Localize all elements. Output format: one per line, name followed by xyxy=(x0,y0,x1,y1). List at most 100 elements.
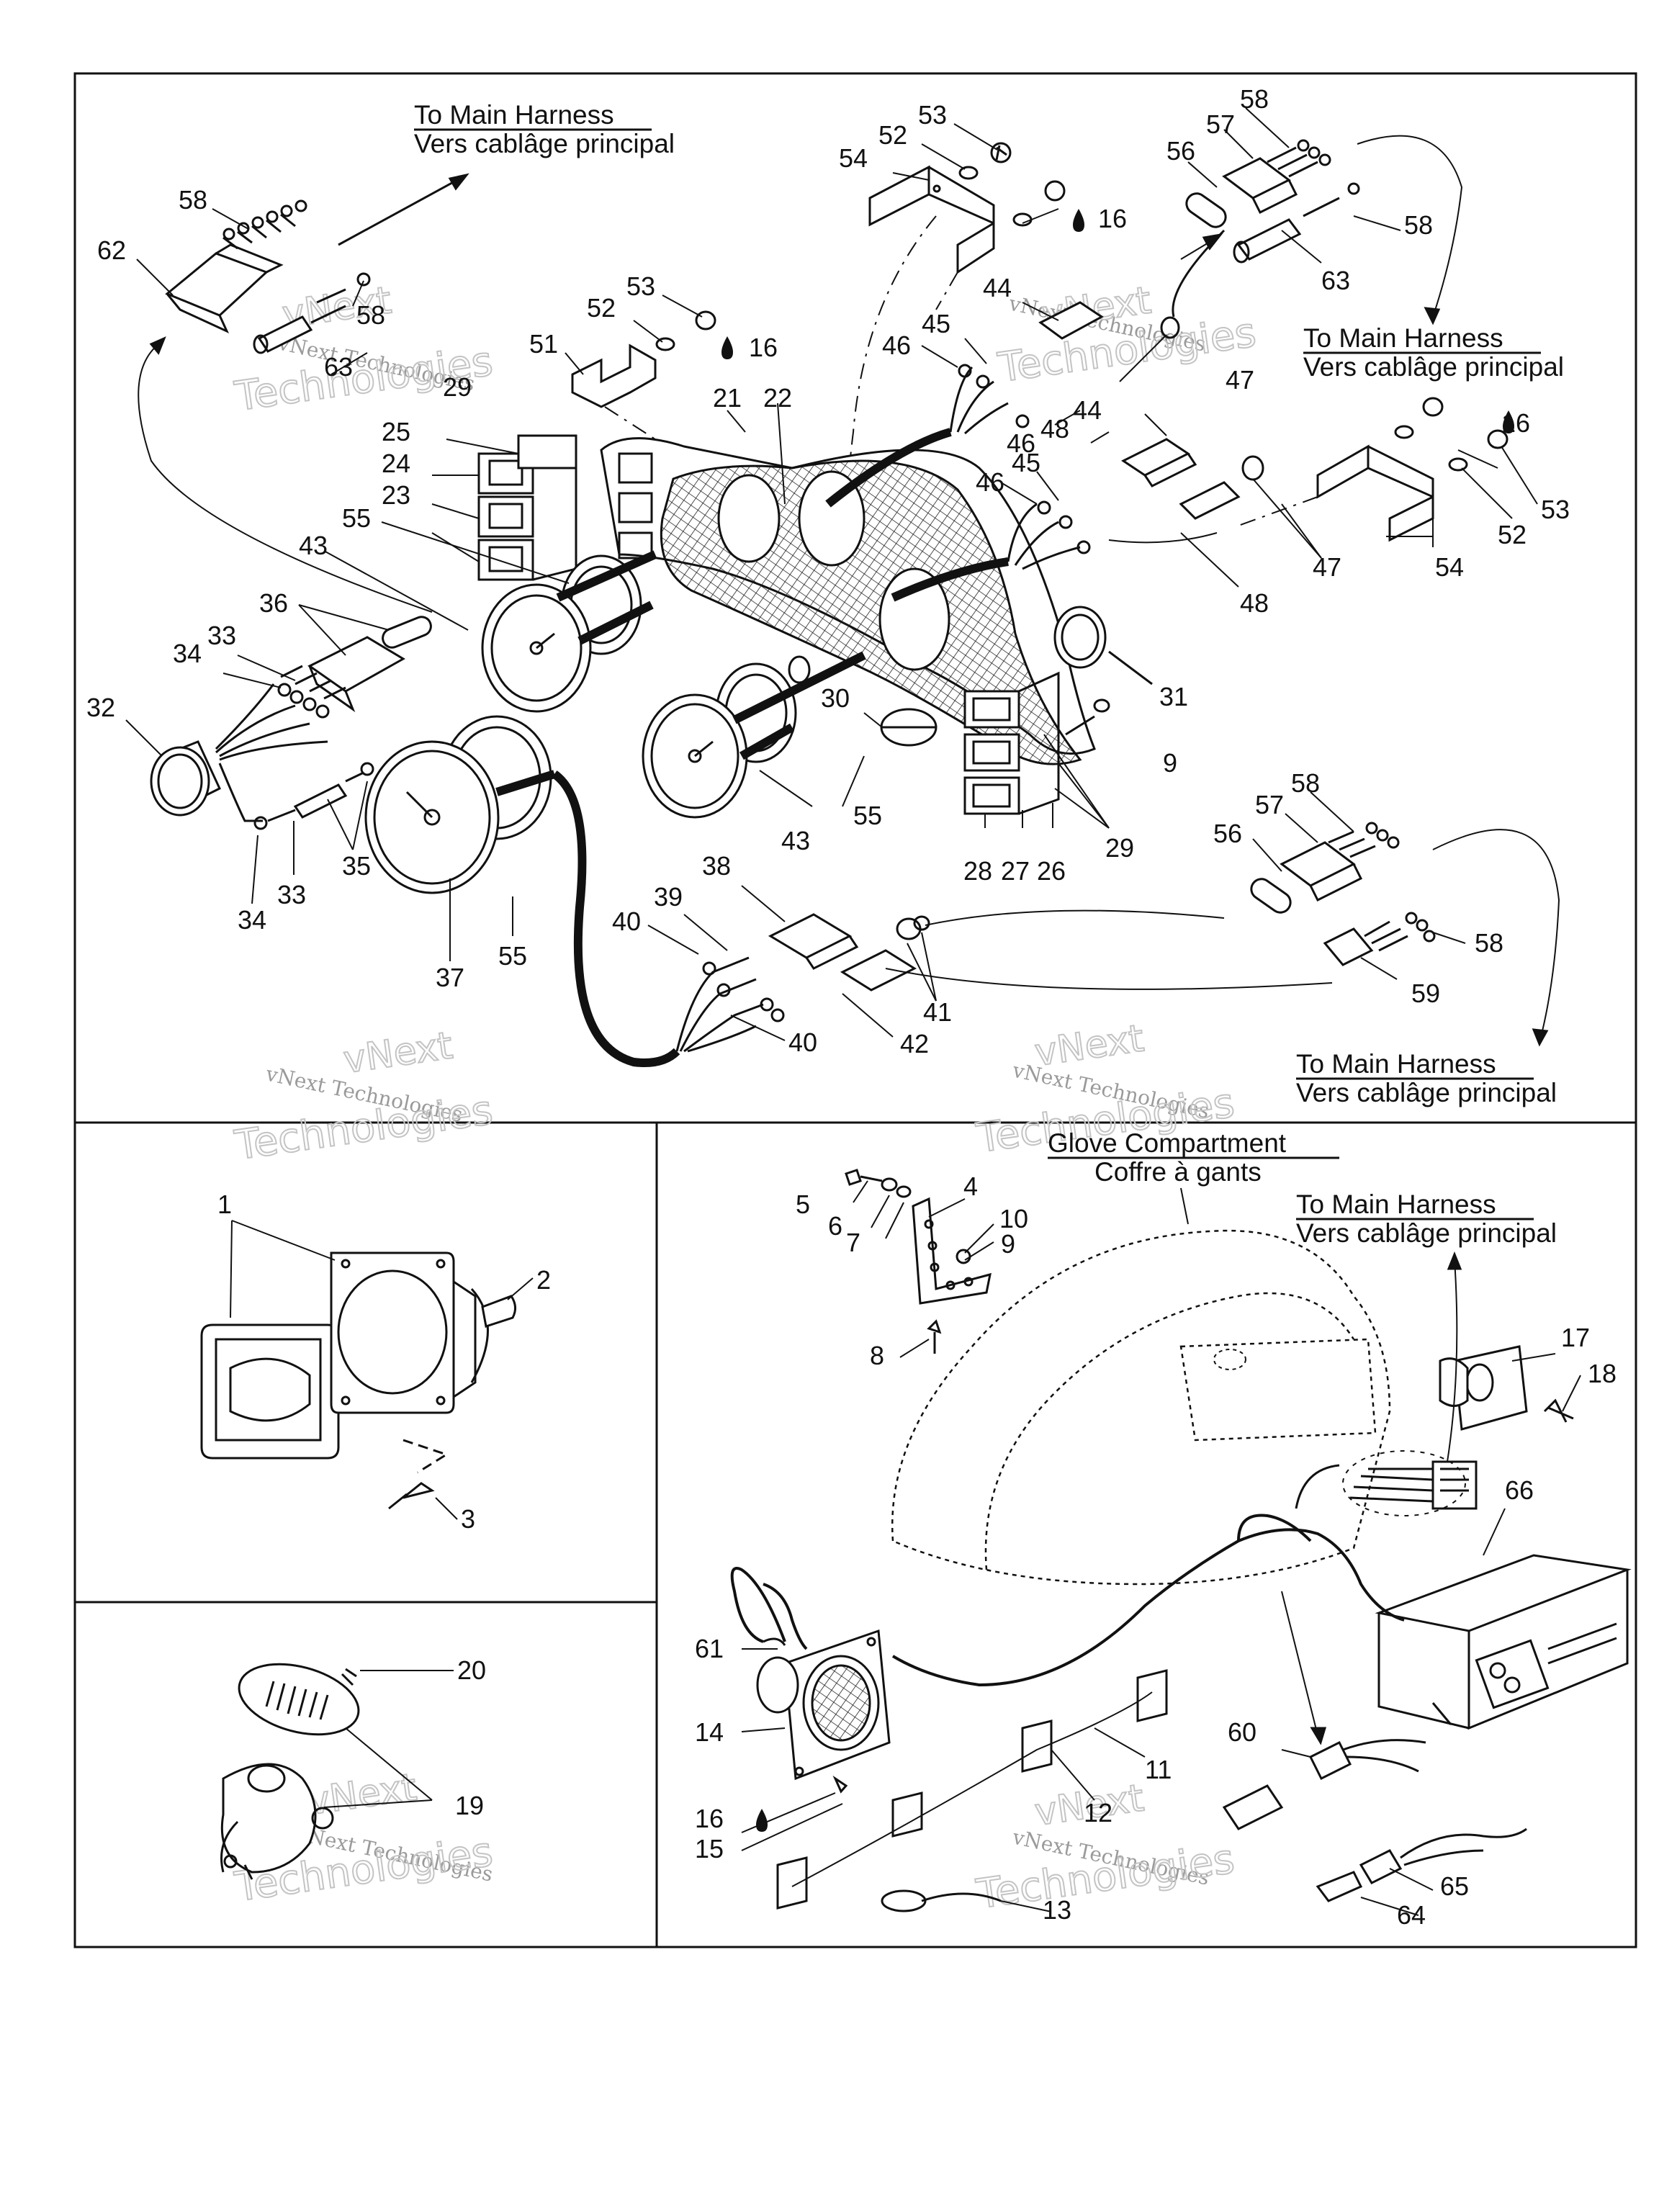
callout-1: 1 xyxy=(217,1190,232,1219)
callout-56: 56 xyxy=(1213,819,1242,848)
terminal-33-34 xyxy=(253,762,374,830)
callout-35: 35 xyxy=(342,851,371,881)
horn-assembly-art xyxy=(220,1663,454,1880)
vent-assembly-art xyxy=(200,1220,534,1520)
callout-20: 20 xyxy=(457,1655,486,1685)
callout-58: 58 xyxy=(179,185,207,215)
cap-30 xyxy=(880,708,938,747)
gauge-37 xyxy=(364,715,680,1067)
callout-53: 53 xyxy=(918,100,947,130)
callout-9: 9 xyxy=(1163,748,1177,778)
callout-45: 45 xyxy=(922,309,950,338)
callout-10: 10 xyxy=(999,1204,1028,1233)
callout-57: 57 xyxy=(1255,790,1284,819)
connector-62 xyxy=(165,199,307,334)
callout-48: 48 xyxy=(1040,414,1069,444)
callout-66: 66 xyxy=(1505,1475,1534,1505)
callout-16: 16 xyxy=(749,333,778,362)
callout-24: 24 xyxy=(382,449,410,478)
switch-stack-26-28 xyxy=(963,671,1060,815)
callout-60: 60 xyxy=(1228,1717,1256,1747)
callout-34: 34 xyxy=(238,905,266,935)
callout-46: 46 xyxy=(976,467,1004,497)
callout-63: 63 xyxy=(1321,266,1350,295)
harness-headings: To Main Harness Vers cablâge principal T… xyxy=(414,100,1564,1248)
callout-40: 40 xyxy=(788,1028,817,1057)
callout-25: 25 xyxy=(382,417,410,446)
callout-3: 3 xyxy=(461,1504,475,1534)
connector-36 xyxy=(277,616,432,719)
pin-63 xyxy=(253,272,371,354)
callout-29: 29 xyxy=(443,372,472,402)
callout-26: 26 xyxy=(1037,856,1066,886)
heading-to-main-harness-2: To Main Harness xyxy=(1303,323,1503,353)
callout-55: 55 xyxy=(342,503,371,533)
callout-61: 61 xyxy=(695,1634,724,1663)
callout-33: 33 xyxy=(207,621,236,650)
heading-to-main-harness-3: To Main Harness xyxy=(1296,1049,1496,1079)
callout-45: 45 xyxy=(1012,448,1040,477)
connector-group-44-48 xyxy=(949,301,1264,570)
gauge-43-right xyxy=(642,651,866,819)
callout-16: 16 xyxy=(1098,204,1127,233)
callout-38: 38 xyxy=(702,851,731,881)
connector-56-59-lower xyxy=(1250,822,1560,1047)
callout-52: 52 xyxy=(587,293,616,323)
callout-15: 15 xyxy=(695,1834,724,1863)
heading-vers-cablage-4: Vers cablâge principal xyxy=(1296,1218,1557,1248)
switch-stack-23-25 xyxy=(477,434,577,581)
callout-51: 51 xyxy=(529,329,558,359)
bezel-22 xyxy=(660,459,1082,765)
callout-5: 5 xyxy=(796,1190,810,1219)
heading-coffre-a-gants: Coffre à gants xyxy=(1094,1157,1262,1187)
callout-28: 28 xyxy=(963,856,992,886)
panel-frames xyxy=(73,72,1637,1948)
callout-42: 42 xyxy=(900,1029,929,1058)
callout-54: 54 xyxy=(839,143,868,173)
callout-65: 65 xyxy=(1440,1871,1469,1901)
bracket-54-top xyxy=(848,142,1066,505)
gauge-43-left xyxy=(481,550,657,713)
callout-17: 17 xyxy=(1561,1323,1590,1352)
callout-59: 59 xyxy=(1411,979,1440,1008)
heading-vers-cablage-3: Vers cablâge principal xyxy=(1296,1078,1557,1107)
callout-41: 41 xyxy=(923,997,952,1027)
callout-33: 33 xyxy=(277,880,306,909)
callout-52: 52 xyxy=(1498,520,1527,549)
callout-58: 58 xyxy=(356,300,385,330)
callout-46: 46 xyxy=(1007,428,1035,458)
callout-36: 36 xyxy=(259,588,288,618)
oil-drop-icon xyxy=(756,1809,768,1832)
heading-to-main-harness-1: To Main Harness xyxy=(414,100,614,130)
heading-vers-cablage-1: Vers cablâge principal xyxy=(414,129,675,158)
heading-glove-compartment: Glove Compartment xyxy=(1048,1128,1287,1158)
callout-55: 55 xyxy=(853,801,882,830)
oil-drop-icon xyxy=(721,336,733,359)
callout-34: 34 xyxy=(173,639,202,668)
callout-55: 55 xyxy=(498,941,527,971)
callout-19: 19 xyxy=(455,1791,484,1820)
oil-drop-icon xyxy=(1073,209,1084,232)
callout-44: 44 xyxy=(1073,395,1102,425)
heading-to-main-harness-4: To Main Harness xyxy=(1296,1190,1496,1219)
callout-58: 58 xyxy=(1404,210,1433,240)
callout-11: 11 xyxy=(1145,1755,1172,1784)
callout-39: 39 xyxy=(654,882,683,912)
callout-13: 13 xyxy=(1043,1895,1071,1925)
connector-group-38-42 xyxy=(675,909,1333,1053)
callout-14: 14 xyxy=(695,1717,724,1747)
callout-47: 47 xyxy=(1313,552,1341,582)
callout-21: 21 xyxy=(713,383,742,413)
callout-53: 53 xyxy=(1541,495,1570,524)
leader-lines-top xyxy=(125,107,1538,1041)
callout-58: 58 xyxy=(1240,84,1269,114)
callout-37: 37 xyxy=(436,963,464,992)
oil-drop-icons xyxy=(721,209,1514,1832)
callout-52: 52 xyxy=(878,120,907,150)
callout-8: 8 xyxy=(870,1341,884,1370)
callout-47: 47 xyxy=(1226,365,1254,395)
callout-32: 32 xyxy=(86,693,115,722)
watermark-text: vNext xyxy=(1032,1017,1146,1075)
callout-40: 40 xyxy=(612,907,641,936)
callout-30: 30 xyxy=(821,683,850,713)
